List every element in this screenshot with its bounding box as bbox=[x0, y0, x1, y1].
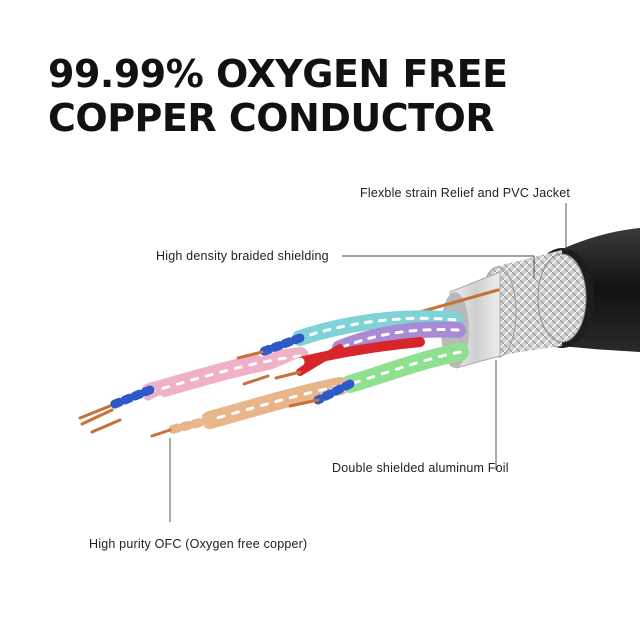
copper-conductors bbox=[78, 350, 320, 438]
twisted-pair-peach bbox=[201, 377, 349, 429]
twisted-pair-green bbox=[341, 343, 469, 393]
leader-lines bbox=[169, 203, 567, 522]
leader-line-braid bbox=[342, 255, 535, 278]
braided-shield bbox=[479, 250, 587, 358]
callout-aluminum-foil: Double shielded aluminum Foil bbox=[332, 461, 509, 475]
twisted-pair-purple bbox=[332, 321, 466, 356]
callout-copper-conductor: High purity OFC (Oxygen free copper) bbox=[89, 537, 308, 551]
twisted-pairs bbox=[141, 310, 469, 429]
headline: 99.99% OXYGEN FREE COPPER CONDUCTOR bbox=[48, 52, 508, 140]
wire-ends bbox=[105, 333, 355, 435]
drain-wire bbox=[418, 288, 500, 314]
callout-braided-shielding: High density braided shielding bbox=[156, 249, 329, 263]
twisted-pair-red bbox=[295, 337, 425, 367]
twisted-pair-pink bbox=[141, 347, 309, 401]
callout-jacket: Flexble strain Relief and PVC Jacket bbox=[360, 186, 571, 200]
twisted-pair-cyan bbox=[292, 310, 463, 346]
headline-line-2: COPPER CONDUCTOR bbox=[48, 96, 495, 140]
headline-line-1: 99.99% OXYGEN FREE bbox=[48, 52, 508, 96]
